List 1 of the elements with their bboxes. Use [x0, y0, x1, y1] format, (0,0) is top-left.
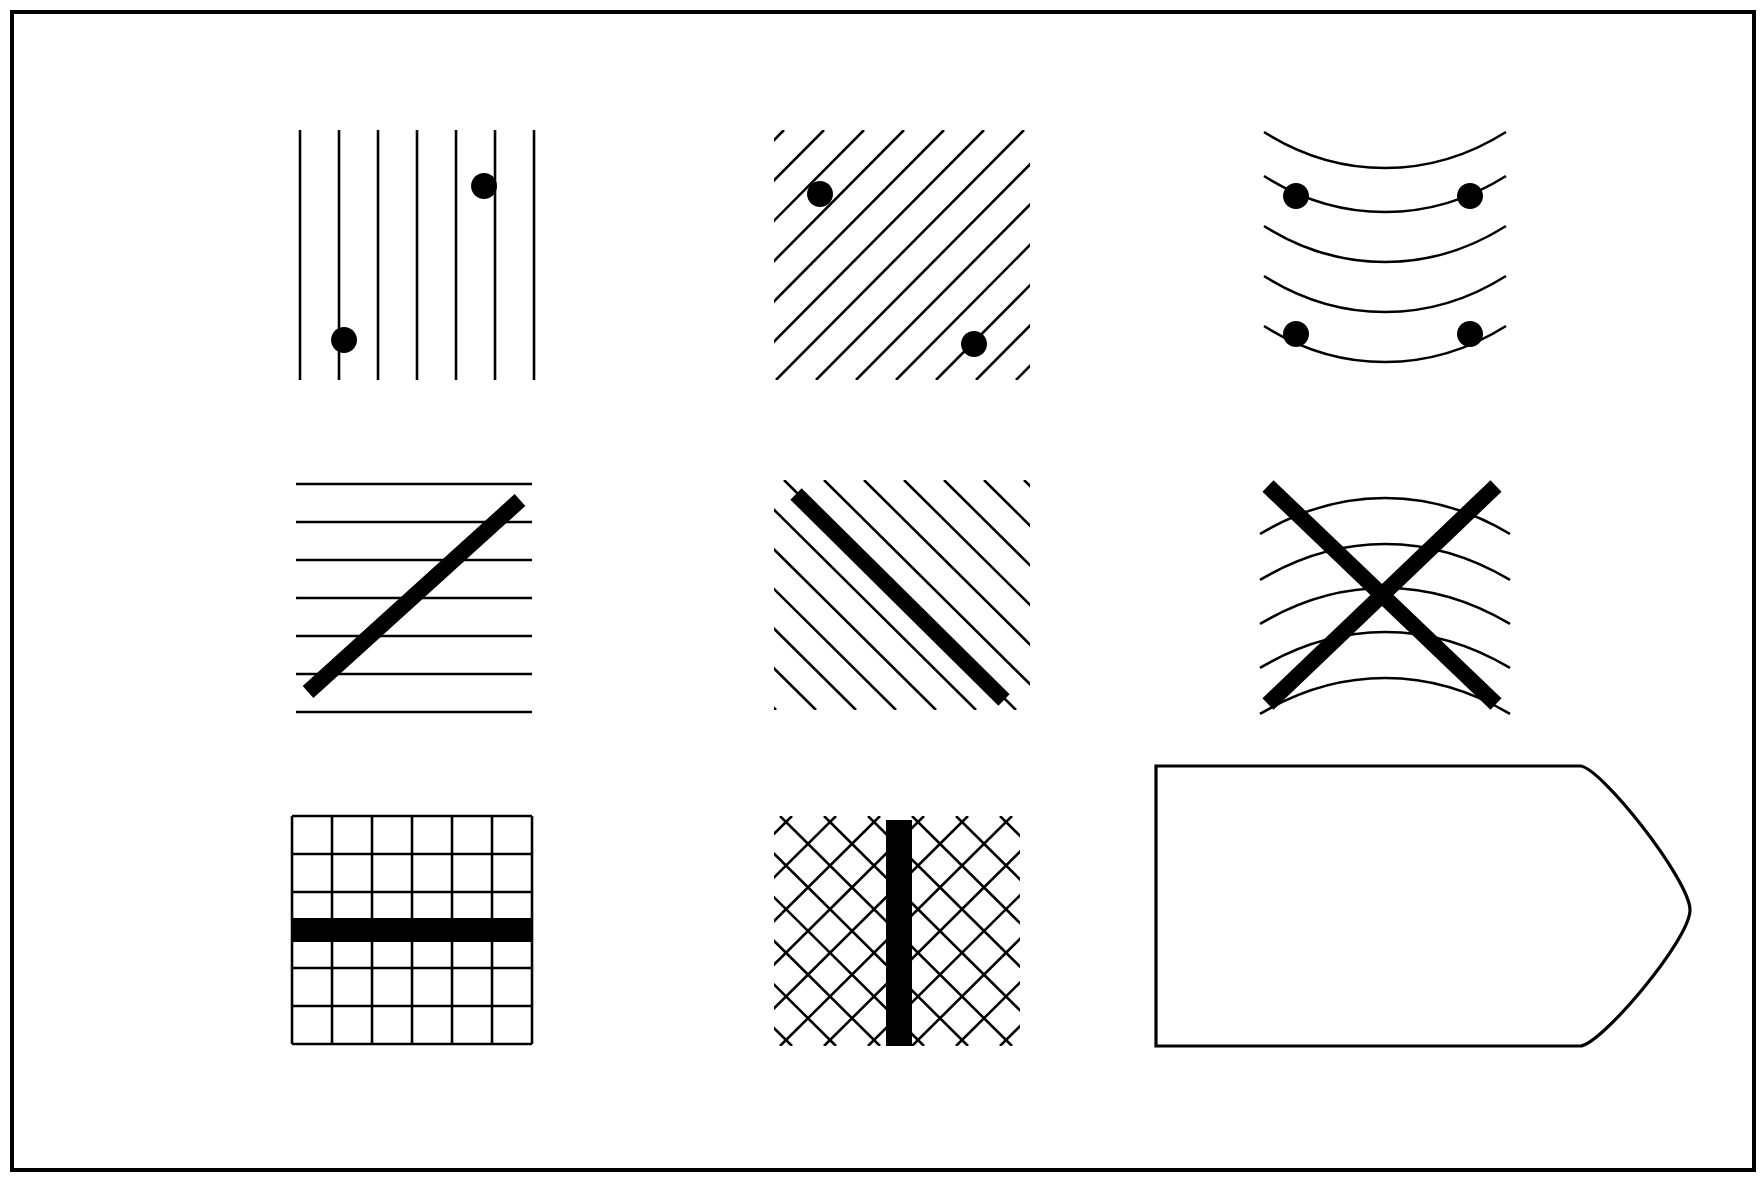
pointed-shape	[1154, 764, 1692, 1048]
